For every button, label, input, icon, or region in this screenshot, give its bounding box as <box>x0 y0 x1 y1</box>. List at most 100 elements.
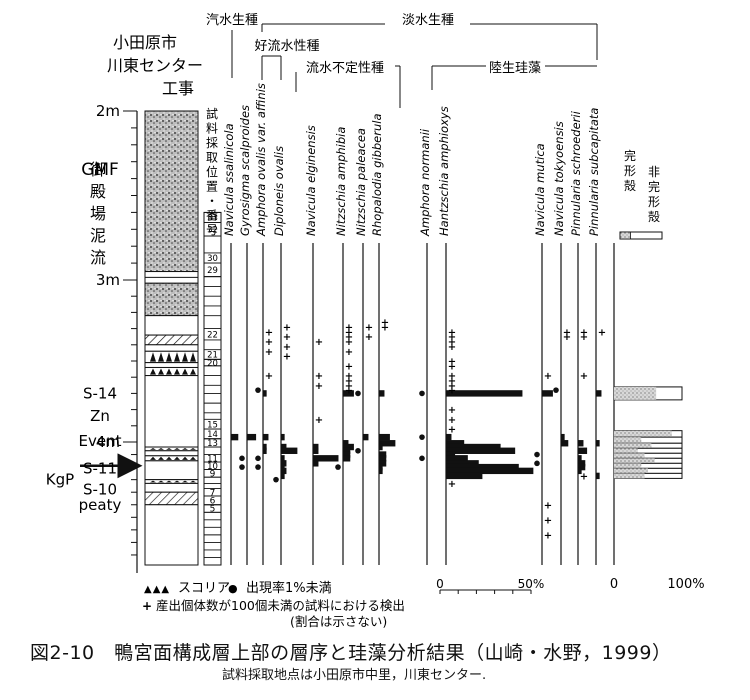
stratum-plain <box>144 504 199 566</box>
detect-plus: + <box>381 322 389 333</box>
detect-plus: + <box>448 361 456 372</box>
sample-number: 14 <box>207 430 218 440</box>
scoria-triangle <box>182 368 188 375</box>
detect-plus: + <box>283 352 291 363</box>
layer-label: S-10 <box>83 481 117 499</box>
stratum-hatch <box>144 491 199 506</box>
sample-number: 21 <box>207 351 218 361</box>
stratum-plain <box>144 450 199 457</box>
abundance-bar <box>263 447 267 454</box>
detect-plus: + <box>345 361 353 372</box>
sample-number: 20 <box>207 359 218 369</box>
lt1-dot <box>553 387 559 393</box>
layer-label-char: 殿 <box>90 182 106 201</box>
scoria-triangle <box>190 352 196 362</box>
species-name: Pinnularia schroederii <box>569 110 583 236</box>
detect-plus: + <box>580 327 588 338</box>
scoria-triangle <box>158 480 164 483</box>
detect-plus: + <box>345 322 353 333</box>
species-name: Amphora normanii <box>418 128 432 237</box>
abundance-bar <box>281 447 298 454</box>
abundance-bar <box>578 467 582 475</box>
preservation-complete <box>614 463 642 469</box>
preservation-complete <box>614 443 652 449</box>
scoria-triangle <box>190 456 196 460</box>
abundance-bar <box>281 433 285 441</box>
depth-label: 2m <box>96 102 120 120</box>
group-freshwater: 淡水生種 <box>402 12 454 28</box>
abundance-bar <box>343 455 351 462</box>
sample-number: 15 <box>207 420 218 430</box>
abundance-bar <box>446 390 523 397</box>
stratum-plain <box>144 460 199 481</box>
species-name: Navicula ssalinicola <box>222 123 236 236</box>
preservation-header-char: 殻 <box>624 179 636 193</box>
group-brackish: 汽水生種 <box>206 12 258 28</box>
legend-scoria-symbol: ▲▲▲ <box>144 584 170 595</box>
scoria-triangle <box>174 352 180 362</box>
abundance-bar <box>313 460 319 467</box>
preservation-header-char: 殻 <box>648 210 660 224</box>
detect-plus: + <box>448 405 456 416</box>
preservation-complete <box>614 437 642 444</box>
scoria-triangle <box>182 456 188 460</box>
abundance-bar <box>578 463 586 471</box>
lt1-dot <box>255 455 261 462</box>
abundance-bar <box>578 440 584 447</box>
abundance-bar <box>379 433 390 441</box>
group-indifferent: 流水不定性種 <box>306 60 384 76</box>
species-name: Hantzschia amphioxys <box>437 106 451 236</box>
species-name: Rhopalodia gibberula <box>370 113 384 236</box>
detect-plus: + <box>283 342 291 353</box>
legend-lt100-note: (割合は示さない) <box>290 614 387 629</box>
abundance-bar <box>596 472 600 480</box>
detect-plus: + <box>345 376 353 387</box>
abundance-bar <box>379 463 383 471</box>
preservation-header-char: 形 <box>648 195 660 209</box>
preservation-complete <box>614 468 648 474</box>
abundance-bar <box>578 447 588 454</box>
column-header-char: 取 <box>206 151 218 165</box>
species-name: Navicula elginensis <box>304 125 318 236</box>
layer-label-char: 泥 <box>90 226 106 245</box>
preservation-header-char: 非 <box>648 165 660 179</box>
species-name: Pinnularia subcapitata <box>587 108 601 236</box>
layer-label-char: 場 <box>90 204 106 223</box>
scoria-triangle <box>174 368 180 375</box>
scoria-triangle <box>150 448 156 450</box>
lt1-dot <box>534 460 540 467</box>
preservation-header-char: 形 <box>624 164 636 178</box>
scoria-triangle <box>174 448 180 450</box>
detect-plus: + <box>448 425 456 436</box>
event-label: Event <box>79 432 122 450</box>
abundance-bar <box>446 455 468 462</box>
detect-plus: + <box>448 357 456 368</box>
species-name: Gyrosigma scalproides <box>238 105 252 236</box>
figure-caption: 図2-10 鴨宮面構成層上部の層序と珪藻分析結果（山崎・水野，1999） <box>30 642 672 664</box>
abundance-bar <box>379 455 387 462</box>
species-name: Diploneis ovalis <box>272 146 286 236</box>
detect-plus: + <box>345 327 353 338</box>
lt1-dot <box>255 387 261 393</box>
stratum-gmf <box>144 282 199 317</box>
abundance-bar <box>446 460 479 467</box>
stratum-plain <box>144 482 199 493</box>
detect-plus: + <box>345 381 353 392</box>
detect-plus: + <box>345 371 353 382</box>
detect-plus: + <box>345 337 353 348</box>
abundance-bar <box>343 390 354 397</box>
preservation-key-fill <box>619 231 631 240</box>
column-header-char: 置 <box>206 180 218 194</box>
figure-subcaption: 試料採取地点は小田原市中里，川東センター. <box>222 668 487 683</box>
lt1-dot <box>534 451 540 458</box>
column-header-char: 試 <box>206 106 218 121</box>
abundance-bar <box>363 433 369 441</box>
diatom-columns: ++++++++++++++++++++++++++++++++++++++++… <box>230 243 606 594</box>
abundance-bar <box>446 443 501 451</box>
scoria-triangle <box>150 368 156 375</box>
site-label: 川東センター <box>107 56 203 75</box>
group-terrestrial: 陸生珪藻 <box>489 60 541 76</box>
sample-number: 7 <box>210 488 216 498</box>
detect-plus: + <box>544 500 552 511</box>
species-name: Amphora ovalis var. affinis <box>254 83 268 237</box>
